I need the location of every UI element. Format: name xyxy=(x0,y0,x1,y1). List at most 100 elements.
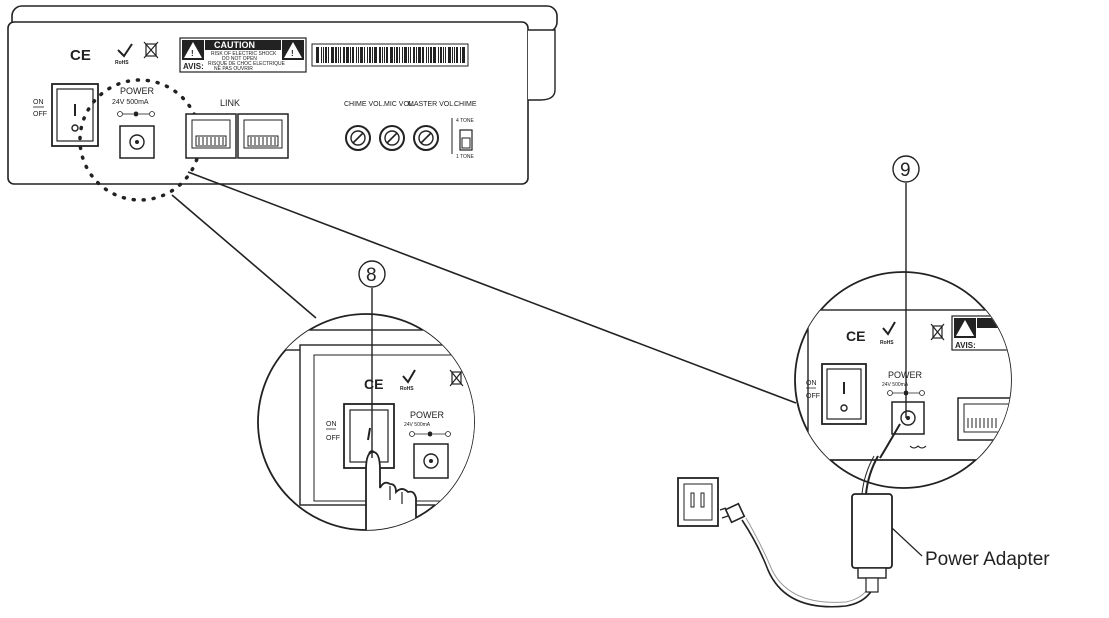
rohs-icon-zoom8: RoHS xyxy=(400,369,416,392)
tone1-label: 1 TONE xyxy=(456,154,475,160)
barcode-bar xyxy=(399,47,400,63)
barcode-bar xyxy=(462,47,465,63)
power-rating-zoom9: 24V 500mA xyxy=(882,382,909,388)
power-adapter-label: Power Adapter xyxy=(925,549,1050,570)
callout-step-9: 9 xyxy=(892,155,920,418)
barcode-bar xyxy=(350,47,351,63)
barcode-bar xyxy=(335,47,337,63)
mic-vol-knob[interactable] xyxy=(379,125,405,151)
power-switch[interactable] xyxy=(51,83,99,147)
barcode-bar xyxy=(384,47,385,63)
barcode-bar xyxy=(416,47,417,63)
barcode-bar xyxy=(360,47,363,63)
link-port-1[interactable] xyxy=(185,113,237,159)
wall-plug-icon xyxy=(719,502,746,524)
chime-label: CHIME xyxy=(454,101,477,108)
rohs-icon: RoHS xyxy=(115,43,133,66)
leader-line-to-zoom-8 xyxy=(171,194,317,319)
barcode-bar xyxy=(418,47,421,63)
power-rating-zoom8: 24V 500mA xyxy=(404,422,431,428)
power-adapter-icon xyxy=(851,493,893,593)
avis-title: AVIS: xyxy=(183,62,204,71)
chime-vol-knob[interactable] xyxy=(345,125,371,151)
barcode-bar xyxy=(379,47,381,63)
caution-line2: DO NOT OPEN xyxy=(222,56,257,62)
rear-panel: CE RoHS ! ! CAUTION RISK OF ELECTRIC SHO… xyxy=(7,5,558,202)
barcode-bar xyxy=(382,47,383,63)
barcode-bar xyxy=(408,47,409,63)
barcode-bar xyxy=(430,47,432,63)
barcode-bar xyxy=(352,47,354,63)
barcode-bar xyxy=(460,47,461,63)
weee-bin-icon xyxy=(143,41,159,59)
chime-vol-label: CHIME VOL. xyxy=(344,101,385,108)
svg-text:8: 8 xyxy=(366,265,377,286)
barcode-bar xyxy=(367,47,368,63)
barcode-bar xyxy=(364,47,365,63)
caution-label-zoom9: AVIS: xyxy=(951,315,1011,351)
svg-text:9: 9 xyxy=(900,160,911,181)
avis-title-zoom9: AVIS: xyxy=(955,341,976,350)
off-label-zoom8: OFF xyxy=(326,435,340,442)
svg-text:!: ! xyxy=(291,49,294,58)
barcode-bar xyxy=(454,47,455,63)
master-vol-knob[interactable] xyxy=(413,125,439,151)
power-jack-zoom8[interactable] xyxy=(413,443,449,479)
svg-text:RoHS: RoHS xyxy=(400,386,414,392)
off-label: OFF xyxy=(33,111,47,118)
zoom-circle-switch: CE RoHS ON OFF POWER 24V 500mA xyxy=(257,313,475,531)
barcode-bar xyxy=(390,47,393,63)
wall-outlet-icon xyxy=(677,477,719,527)
barcode-bar xyxy=(325,47,327,63)
barcode-bar xyxy=(346,47,349,63)
barcode-bar xyxy=(338,47,339,63)
barcode-bar xyxy=(386,47,388,63)
link-port-zoom9[interactable] xyxy=(957,397,1018,441)
power-label-zoom8: POWER xyxy=(410,410,445,420)
barcode-bar xyxy=(452,47,453,63)
barcode-bar xyxy=(433,47,436,63)
barcode-bar xyxy=(402,47,403,63)
master-vol-label: MASTER VOL. xyxy=(408,101,455,108)
power-switch-zoom8[interactable] xyxy=(343,403,395,469)
polarity-symbol xyxy=(117,111,155,117)
barcode-bar xyxy=(340,47,341,63)
caution-line1: RISK OF ELECTRIC SHOCK xyxy=(211,51,277,57)
weee-bin-icon-zoom9 xyxy=(930,323,945,341)
power-label-zoom9: POWER xyxy=(888,370,923,380)
link-port-2[interactable] xyxy=(237,113,289,159)
barcode-bar xyxy=(316,47,319,63)
zoom-circle-power: CE RoHS AVIS: ON OFF xyxy=(794,271,1018,489)
barcode-bar xyxy=(422,47,424,63)
barcode-bar xyxy=(396,47,398,63)
chime-tone-switch[interactable] xyxy=(451,118,473,154)
weee-bin-icon-zoom8 xyxy=(449,369,464,387)
barcode-bar xyxy=(456,47,458,63)
barcode-bar xyxy=(323,47,324,63)
ce-mark-zoom8: CE xyxy=(364,376,383,392)
power-switch-zoom9[interactable] xyxy=(821,363,867,425)
barcode-bar xyxy=(445,47,446,63)
barcode-bar xyxy=(426,47,427,63)
on-label: ON xyxy=(33,99,44,106)
barcode-bar xyxy=(448,47,451,63)
barcode xyxy=(311,43,469,67)
barcode-bar xyxy=(343,47,345,63)
barcode-bar xyxy=(410,47,411,63)
leader-line-to-zoom-9 xyxy=(187,171,797,404)
barcode-bar xyxy=(358,47,359,63)
barcode-bar xyxy=(356,47,357,63)
power-jack[interactable] xyxy=(119,125,155,159)
barcode-bar xyxy=(372,47,373,63)
avis-line2: NE PAS OUVRIR xyxy=(214,66,253,72)
barcode-bar xyxy=(321,47,322,63)
power-label-top: POWER xyxy=(120,86,155,96)
adapter-leader-line xyxy=(891,527,923,557)
barcode-bar xyxy=(443,47,444,63)
panel-side xyxy=(528,29,556,101)
ce-mark: CE xyxy=(70,47,91,64)
off-label-zoom9: OFF xyxy=(806,393,820,400)
avis-line1: RISQUE DE CHOC ELECTRIQUE xyxy=(208,61,286,67)
power-rating-top: 24V 500mA xyxy=(112,99,149,106)
